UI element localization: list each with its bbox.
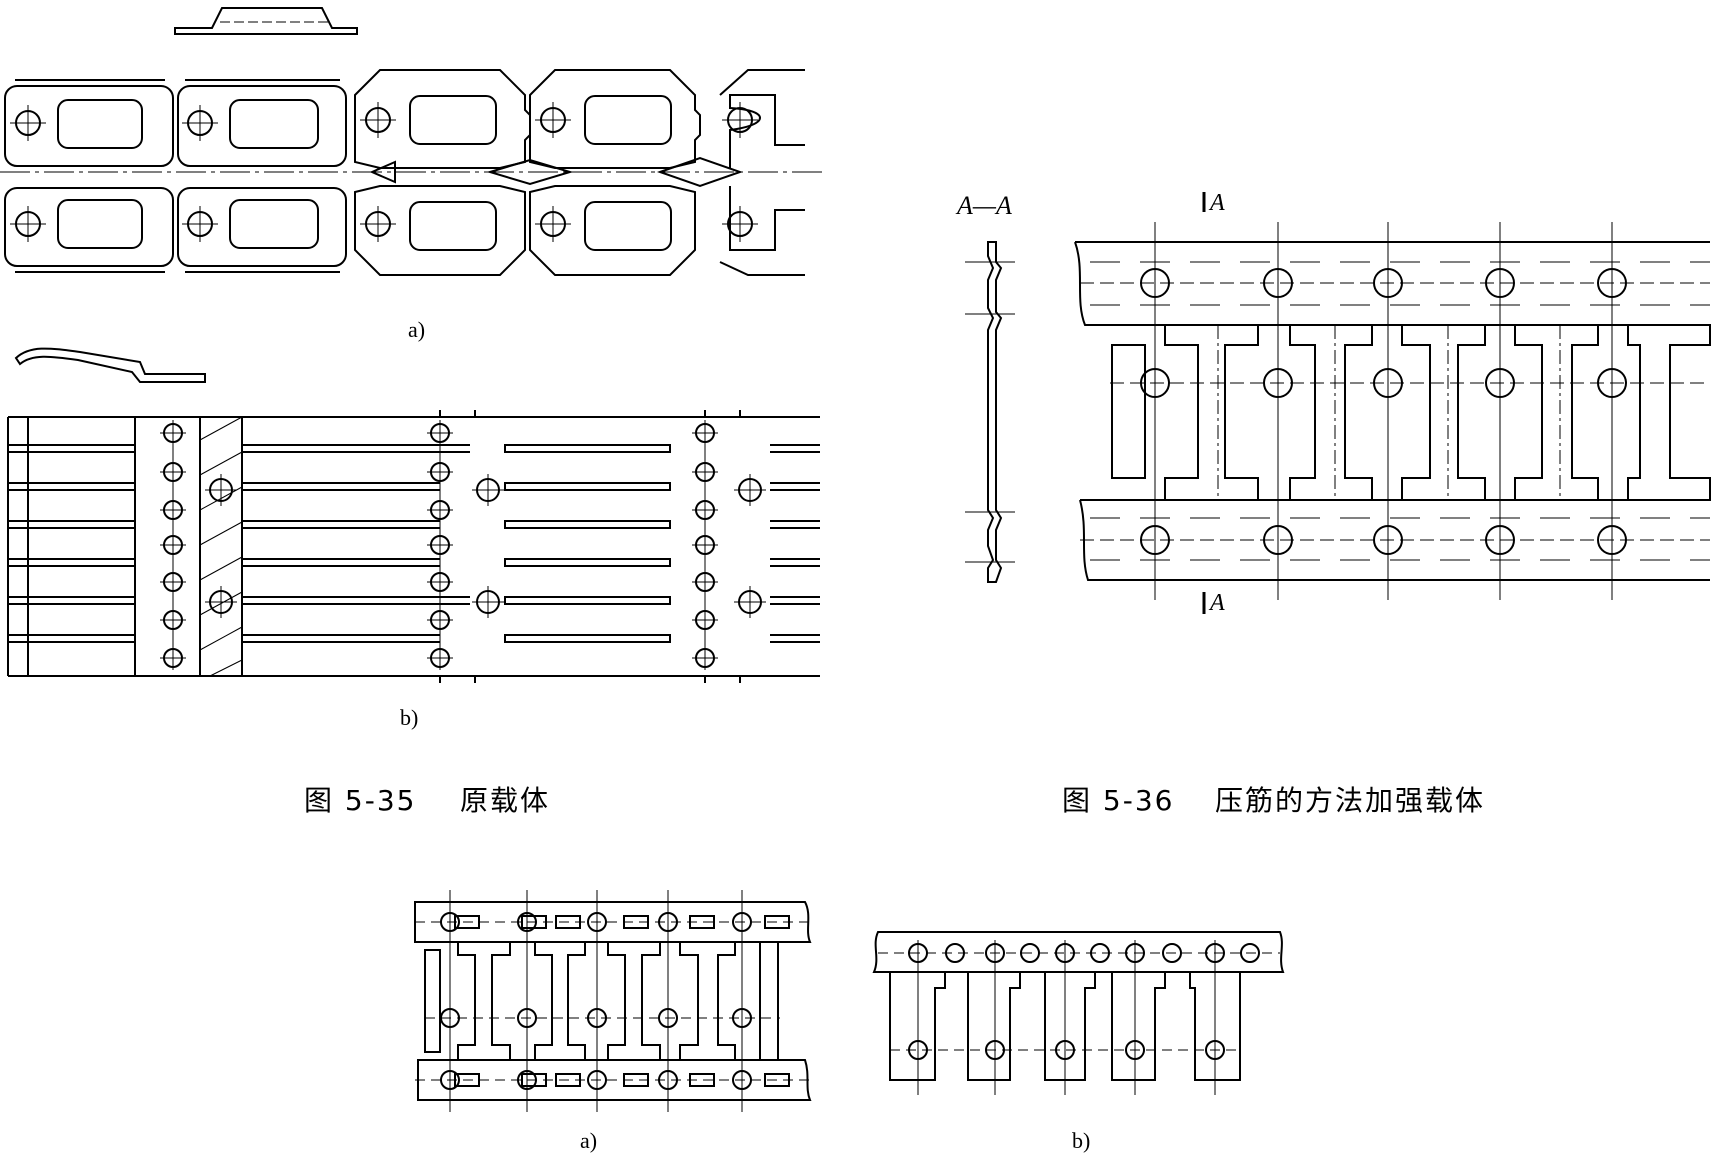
t-tabs [889, 971, 1241, 1081]
fig-5-35-caption-number: 图 5-35 [304, 784, 416, 817]
fig-5-36-caption-number: 图 5-36 [1062, 784, 1174, 817]
fig-5-36-ribbed-carrier [1074, 222, 1711, 600]
i-slots [1111, 324, 1711, 501]
link-row-bottom [4, 185, 805, 276]
hatched-section [199, 416, 243, 677]
fig-5-36-caption-title: 压筋的方法加强载体 [1215, 784, 1485, 817]
fig-5-36-section-view [965, 241, 1015, 583]
fig-5-37a-label: a) [580, 1128, 597, 1153]
fig-5-35b-label: b) [400, 705, 418, 730]
fig-5-36-section-label: A—A [955, 191, 1012, 220]
fig-5-35b-strip-carrier [7, 347, 820, 683]
section-mark-top: A [1208, 190, 1225, 216]
strip-slots [8, 410, 820, 683]
fig-5-37b-carrier [872, 931, 1285, 1095]
side-profile [174, 7, 358, 35]
fig-5-37a-carrier [414, 890, 812, 1112]
bent-profile [14, 347, 206, 383]
i-slots-small [424, 941, 779, 1061]
fig-5-35a-chain-carrier [0, 7, 825, 276]
fig-5-35-caption-title: 原载体 [460, 784, 550, 817]
fig-5-37b-label: b) [1072, 1128, 1090, 1153]
fig-5-35a-label: a) [408, 317, 425, 342]
section-mark-bottom: A [1208, 590, 1225, 616]
